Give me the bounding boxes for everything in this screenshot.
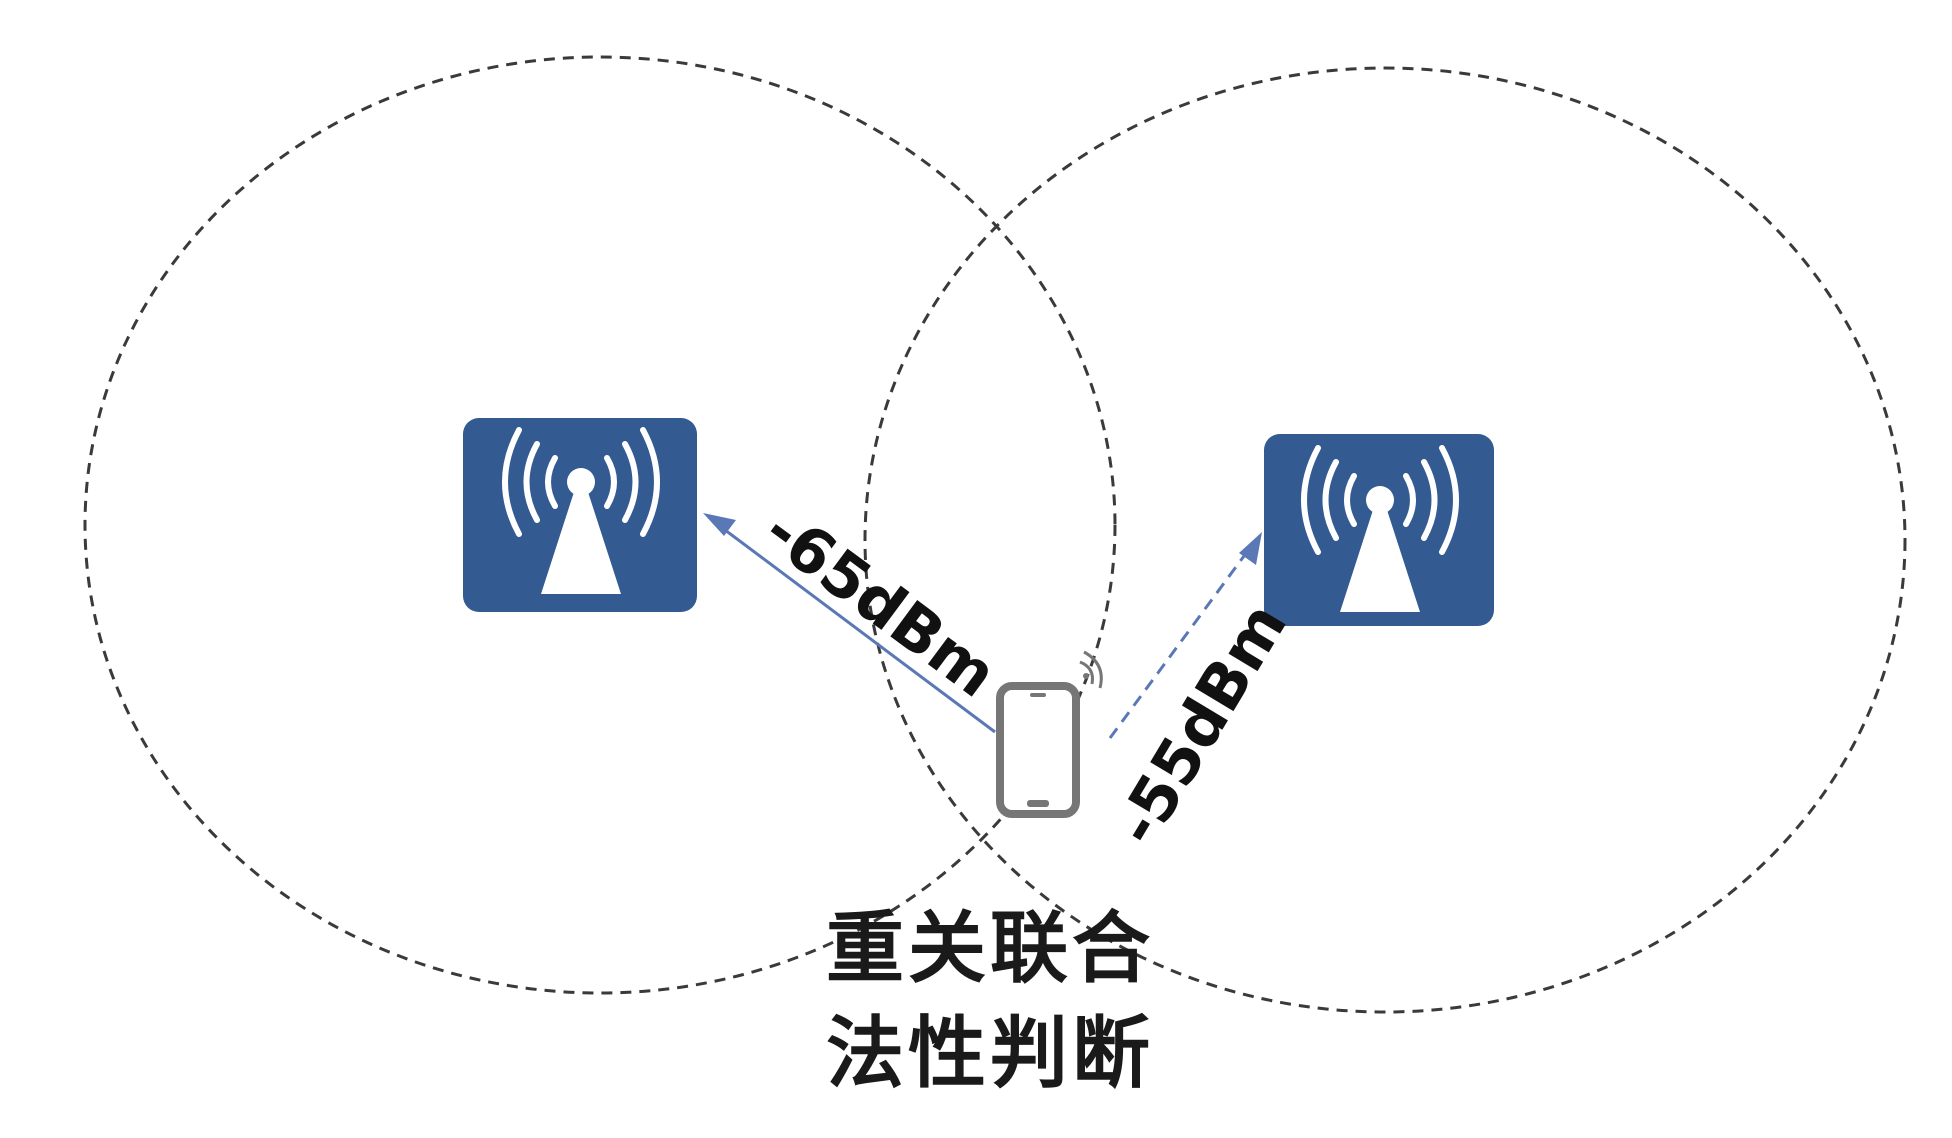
- left-signal-line: [724, 528, 996, 734]
- smartphone-icon: [996, 682, 1080, 818]
- right-signal-strength-label: -55dBm: [1100, 590, 1301, 858]
- right-signal-line: [1108, 555, 1246, 739]
- right-signal-arrowhead: [1239, 532, 1262, 565]
- left-signal-arrowhead: [703, 513, 736, 536]
- caption-line-1: 重关联合: [826, 904, 1154, 994]
- caption-line-2: 法性判断: [826, 1009, 1154, 1099]
- right-access-point-icon: [1264, 434, 1494, 626]
- right-coverage-ring: [863, 66, 1907, 1014]
- phone-wireless-icon: [1079, 650, 1103, 689]
- left-access-point-icon: [463, 418, 697, 612]
- left-coverage-ring: [83, 55, 1117, 995]
- left-signal-strength-label: -65dBm: [751, 493, 1010, 711]
